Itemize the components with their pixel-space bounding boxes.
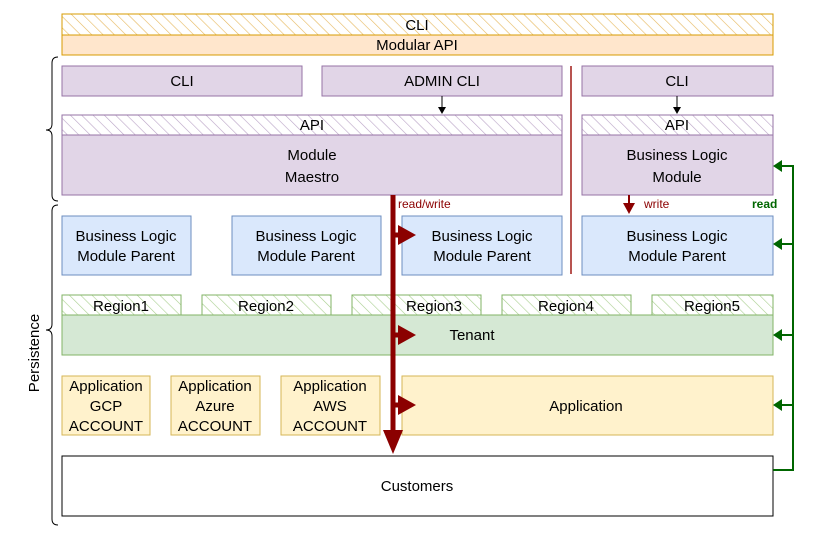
parent-line1: Business Logic (432, 228, 533, 245)
module-maestro-box[interactable]: Module Maestro (61, 134, 563, 196)
admin-cli-box[interactable]: ADMIN CLI (321, 65, 563, 97)
read-arrowhead-parent (773, 238, 782, 250)
write-label: write (643, 197, 670, 211)
parent-box[interactable]: Business Logic Module Parent (581, 215, 774, 276)
upper-brace (45, 56, 59, 202)
parent-line2: Module Parent (257, 248, 355, 265)
module-maestro-line2: Maestro (285, 169, 339, 186)
bl-cli-box[interactable]: CLI (581, 65, 774, 97)
admin-cli-label: ADMIN CLI (404, 73, 480, 90)
tenant-box[interactable]: Tenant (61, 314, 774, 356)
read-write-label: read/write (398, 197, 451, 211)
maestro-api-label: API (300, 117, 324, 134)
account-line1: Application (178, 378, 251, 395)
region-label: Region2 (238, 298, 294, 315)
account-line3: ACCOUNT (293, 418, 367, 435)
customers-box[interactable]: Customers (61, 455, 774, 517)
bl-api-label: API (665, 117, 689, 134)
top-cli-label: CLI (405, 17, 428, 34)
region-box[interactable]: Region3 (351, 294, 482, 316)
region-label: Region3 (406, 298, 462, 315)
maestro-cli-label: CLI (170, 73, 193, 90)
customers-label: Customers (381, 478, 454, 495)
maestro-cli-box[interactable]: CLI (61, 65, 303, 97)
region-label: Region5 (684, 298, 740, 315)
top-cli-box[interactable]: CLI (61, 13, 774, 36)
parent-line1: Business Logic (76, 228, 177, 245)
account-line2: GCP (90, 398, 123, 415)
application-box[interactable]: Application (401, 375, 774, 436)
read-arrowhead-module (773, 160, 782, 172)
bl-module-line1: Business Logic (627, 147, 728, 164)
read-write-arrowhead-application (398, 395, 416, 415)
application-label: Application (549, 398, 622, 415)
write-flow: write (623, 195, 670, 214)
read-write-arrowhead-parent (398, 225, 416, 245)
bl-cli-label: CLI (665, 73, 688, 90)
parent-box[interactable]: Business Logic Module Parent (231, 215, 382, 276)
region-label: Region1 (93, 298, 149, 315)
parent-line2: Module Parent (433, 248, 531, 265)
read-label: read (752, 197, 777, 211)
account-line3: ACCOUNT (69, 418, 143, 435)
bl-api-box[interactable]: API (581, 114, 774, 136)
account-line3: ACCOUNT (178, 418, 252, 435)
region-box[interactable]: Region5 (651, 294, 774, 316)
module-maestro-line1: Module (287, 147, 336, 164)
account-line1: Application (293, 378, 366, 395)
region-label: Region4 (538, 298, 594, 315)
read-arrowhead-tenant (773, 329, 782, 341)
parent-box[interactable]: Business Logic Module Parent (401, 215, 563, 276)
business-logic-module-box[interactable]: Business Logic Module (581, 134, 774, 196)
persistence-brace (45, 204, 59, 526)
modular-api-box[interactable]: Modular API (61, 34, 774, 56)
region-box[interactable]: Region1 (61, 294, 182, 316)
parent-line2: Module Parent (628, 248, 726, 265)
read-line (773, 165, 794, 471)
bl-module-line2: Module (652, 169, 701, 186)
account-line1: Application (69, 378, 142, 395)
region-box[interactable]: Region2 (201, 294, 332, 316)
account-line2: Azure (195, 398, 234, 415)
write-arrowhead (623, 203, 635, 214)
parent-line1: Business Logic (256, 228, 357, 245)
parent-line1: Business Logic (627, 228, 728, 245)
parent-line2: Module Parent (77, 248, 175, 265)
read-write-flow: read/write (383, 195, 451, 454)
account-box[interactable]: Application Azure ACCOUNT (170, 375, 261, 436)
read-arrowhead-application (773, 399, 782, 411)
parent-box[interactable]: Business Logic Module Parent (61, 215, 192, 276)
region-box[interactable]: Region4 (501, 294, 632, 316)
persistence-label: Persistence (26, 314, 43, 392)
read-write-arrowhead-down (383, 430, 403, 454)
read-write-arrowhead-tenant (398, 325, 416, 345)
tenant-label: Tenant (449, 327, 495, 344)
account-box[interactable]: Application GCP ACCOUNT (61, 375, 151, 436)
modular-api-label: Modular API (376, 37, 458, 54)
read-flow: read (752, 160, 794, 471)
account-box[interactable]: Application AWS ACCOUNT (280, 375, 381, 436)
account-line2: AWS (313, 398, 347, 415)
maestro-api-box[interactable]: API (61, 114, 563, 136)
